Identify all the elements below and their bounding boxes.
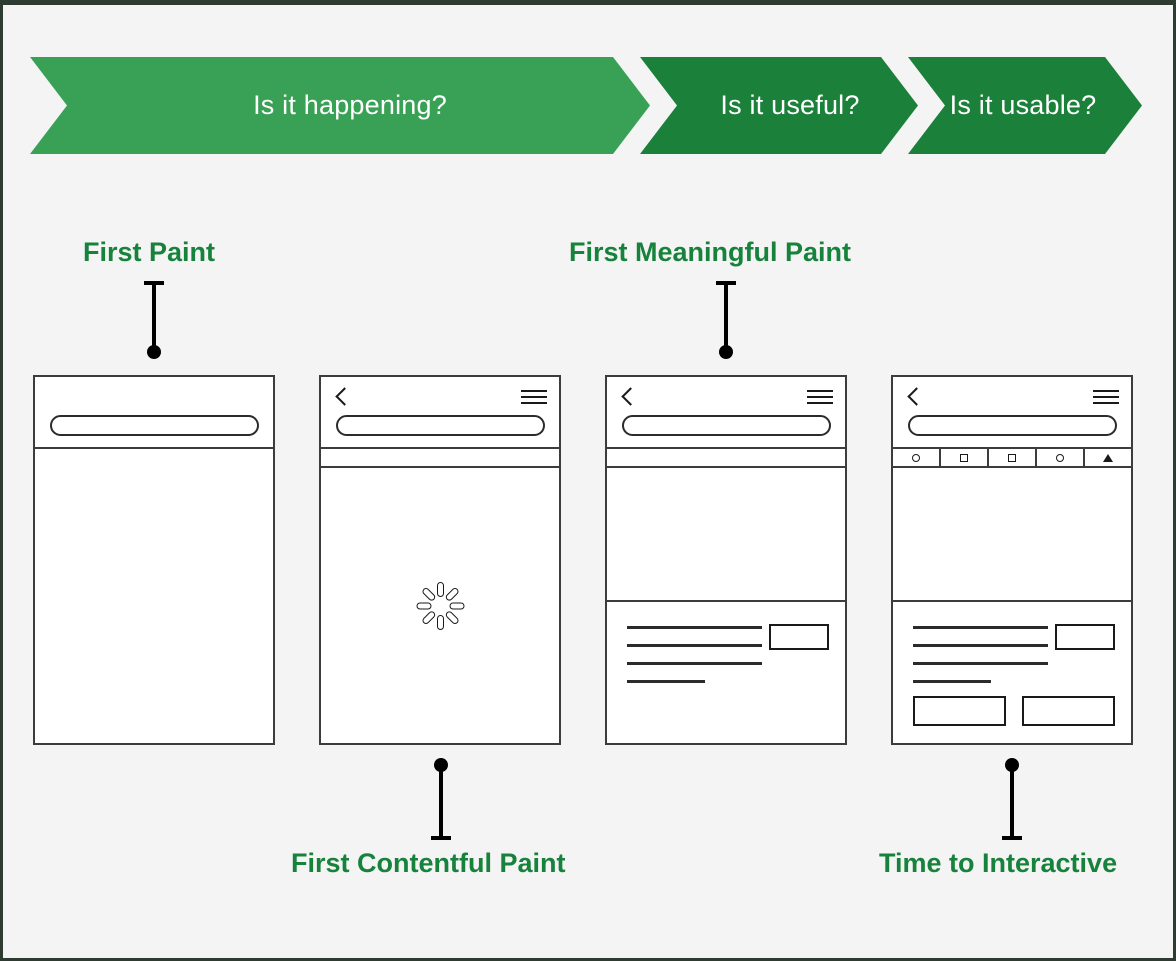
blank-content-area xyxy=(35,449,273,743)
connector-stem xyxy=(152,283,156,351)
phase-banner: Is it happening? Is it useful? Is it usa… xyxy=(30,57,1142,154)
toolbar-item-3[interactable] xyxy=(1037,449,1085,466)
phase-label: Is it usable? xyxy=(949,90,1097,120)
connector-dot xyxy=(434,758,448,772)
metric-label-first-contentful-paint: First Contentful Paint xyxy=(291,848,566,878)
phone-mockup-first-contentful-paint xyxy=(319,375,561,745)
url-bar[interactable] xyxy=(50,415,259,436)
toolbar-item-1[interactable] xyxy=(941,449,989,466)
url-bar[interactable] xyxy=(336,415,545,436)
phone-mockup-first-paint xyxy=(33,375,275,745)
text-line xyxy=(627,662,762,665)
phase-label: Is it useful? xyxy=(720,90,860,120)
connector-cap xyxy=(1002,836,1022,840)
connector-dot xyxy=(147,345,161,359)
metric-label-first-paint: First Paint xyxy=(83,237,216,267)
metric-label-first-meaningful-paint: First Meaningful Paint xyxy=(569,237,852,267)
text-placeholder-lines xyxy=(627,626,762,683)
browser-chrome xyxy=(893,377,1131,449)
hamburger-menu-icon[interactable] xyxy=(807,390,833,406)
circle-icon xyxy=(1056,453,1064,462)
text-line xyxy=(913,626,1048,629)
text-line xyxy=(913,680,991,683)
phase-segment-is-it-happening[interactable]: Is it happening? xyxy=(30,57,650,154)
circle-icon xyxy=(912,453,920,462)
viewport xyxy=(321,468,559,743)
browser-chrome xyxy=(607,377,845,449)
text-line xyxy=(913,644,1048,647)
toolbar-item-0[interactable] xyxy=(893,449,941,466)
loading-spinner-icon xyxy=(415,581,465,631)
metric-label-time-to-interactive: Time to Interactive xyxy=(879,848,1118,878)
connector-first-meaningful-paint xyxy=(712,281,740,359)
viewport xyxy=(893,468,1131,743)
connector-dot xyxy=(719,345,733,359)
text-line xyxy=(627,680,705,683)
text-line xyxy=(627,644,762,647)
back-chevron-icon[interactable] xyxy=(333,387,347,407)
icon-toolbar xyxy=(893,449,1131,468)
phase-segment-is-it-useful[interactable]: Is it useful? xyxy=(640,57,918,154)
hero-content-area xyxy=(607,468,845,600)
hero-content-area xyxy=(893,468,1131,600)
triangle-icon xyxy=(1103,453,1113,462)
secondary-toolbar xyxy=(607,449,845,468)
connector-dot xyxy=(1005,758,1019,772)
connector-cap xyxy=(431,836,451,840)
loading-content-area xyxy=(321,468,559,743)
square-icon xyxy=(960,453,968,462)
action-button-primary[interactable] xyxy=(913,696,1006,726)
connector-stem xyxy=(439,766,443,838)
action-button-row xyxy=(913,696,1115,726)
thumbnail-placeholder xyxy=(1055,624,1115,650)
connector-stem xyxy=(1010,766,1014,838)
back-chevron-icon[interactable] xyxy=(619,387,633,407)
thumbnail-placeholder xyxy=(769,624,829,650)
connector-first-contentful-paint xyxy=(427,758,455,840)
phase-segment-is-it-usable[interactable]: Is it usable? xyxy=(908,57,1142,154)
toolbar-item-2[interactable] xyxy=(989,449,1037,466)
connector-first-paint xyxy=(140,281,168,359)
connector-stem xyxy=(724,283,728,351)
text-line xyxy=(627,626,762,629)
phone-mockup-time-to-interactive xyxy=(891,375,1133,745)
action-button-secondary[interactable] xyxy=(1022,696,1115,726)
phone-mockup-first-meaningful-paint xyxy=(605,375,847,745)
hamburger-menu-icon[interactable] xyxy=(521,390,547,406)
secondary-toolbar xyxy=(321,449,559,468)
connector-time-to-interactive xyxy=(998,758,1026,840)
square-icon xyxy=(1008,453,1016,462)
viewport xyxy=(35,449,273,743)
back-chevron-icon[interactable] xyxy=(905,387,919,407)
text-placeholder-lines xyxy=(913,626,1048,683)
browser-chrome xyxy=(35,377,273,449)
content-block xyxy=(607,600,845,743)
hamburger-menu-icon[interactable] xyxy=(1093,390,1119,406)
content-block xyxy=(893,600,1131,743)
text-line xyxy=(913,662,1048,665)
browser-chrome xyxy=(321,377,559,449)
toolbar-item-4[interactable] xyxy=(1085,449,1131,466)
viewport xyxy=(607,468,845,743)
url-bar[interactable] xyxy=(908,415,1117,436)
url-bar[interactable] xyxy=(622,415,831,436)
phase-label: Is it happening? xyxy=(253,90,447,120)
